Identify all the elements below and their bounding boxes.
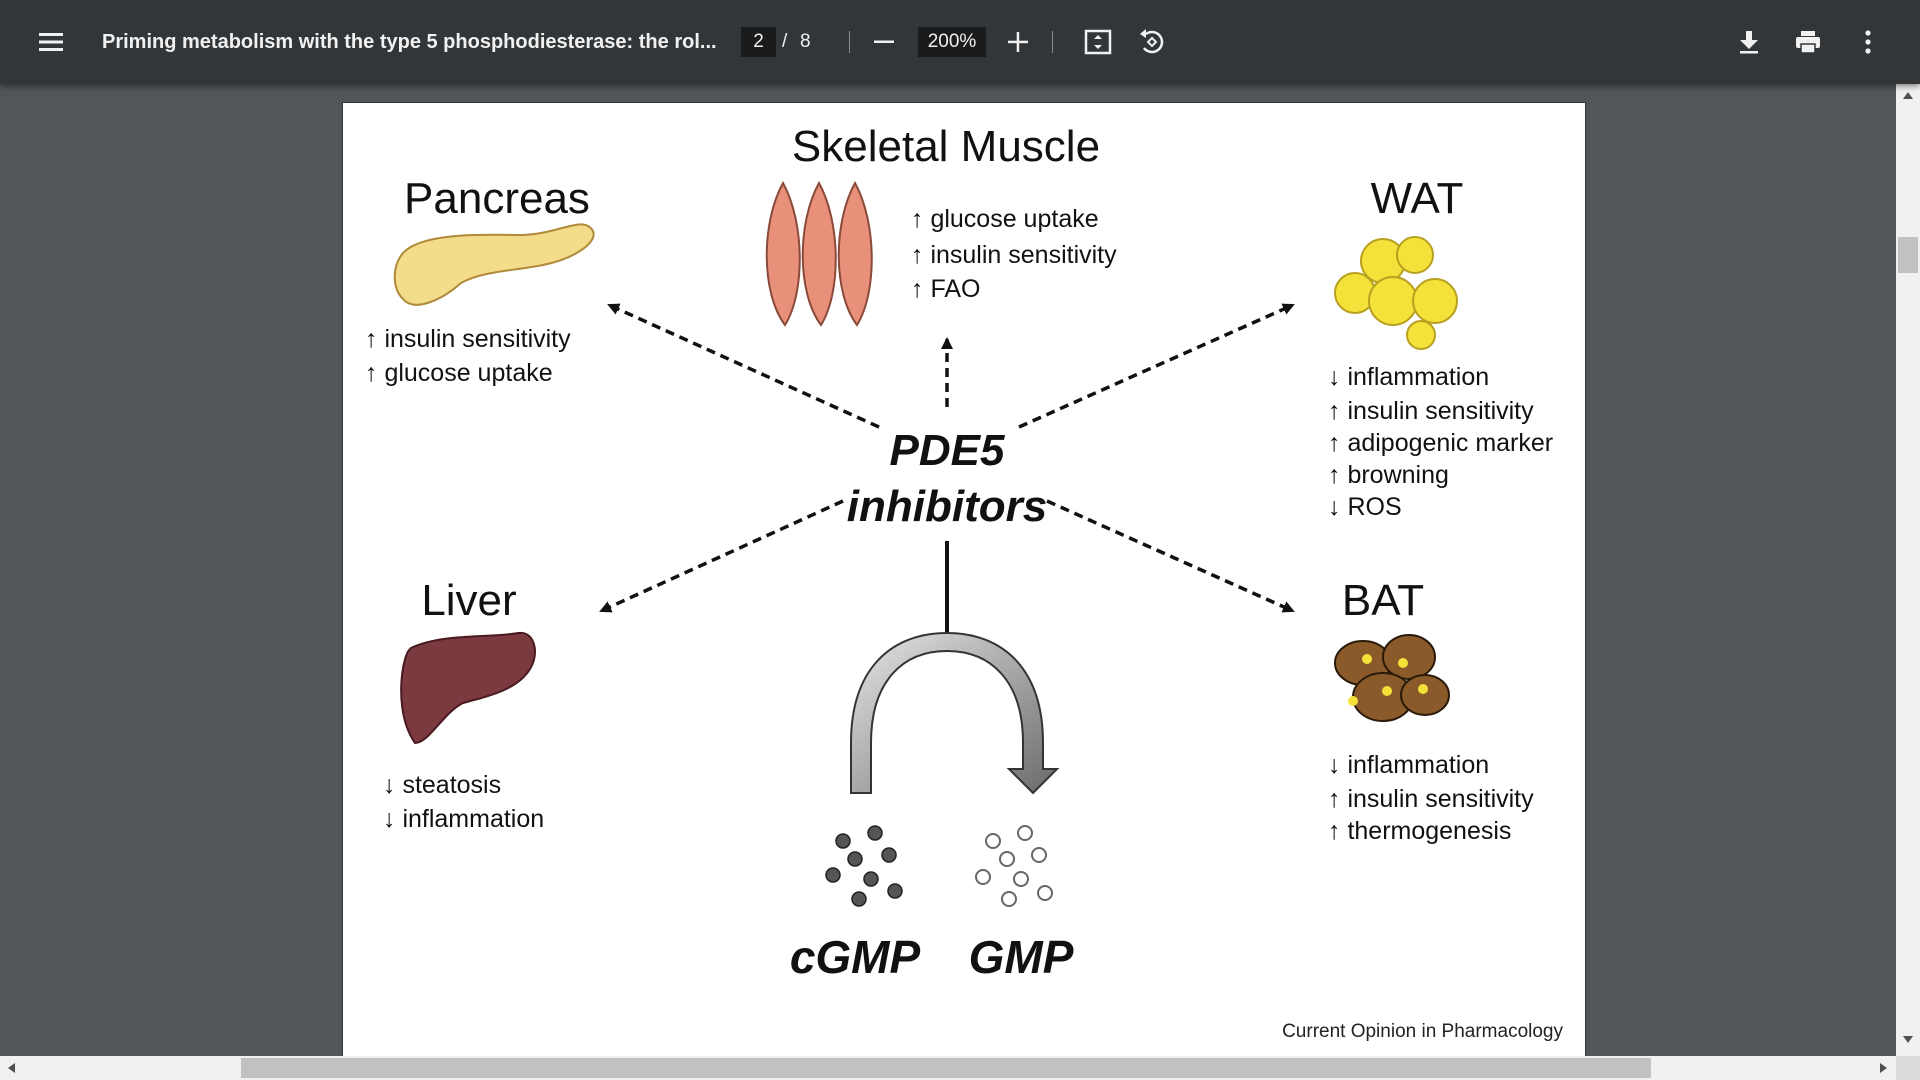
- liver-title: Liver: [421, 576, 516, 625]
- cgmp-molecules: [825, 825, 903, 907]
- rotate-button[interactable]: [1130, 21, 1174, 63]
- page-number-input[interactable]: 2: [741, 27, 776, 57]
- effect-arrows: [599, 303, 1295, 613]
- cgmp-label: cGMP: [790, 931, 921, 983]
- inhibitors-label: inhibitors: [847, 482, 1047, 531]
- liver-image: [400, 631, 536, 745]
- minus-icon: [874, 40, 894, 43]
- inhibition-line: [919, 541, 975, 643]
- muscle-effect: ↑ insulin sensitivity: [911, 241, 1117, 269]
- muscle-fibers-image: [765, 180, 873, 327]
- scroll-down-arrow-icon[interactable]: [1903, 1036, 1913, 1043]
- page-total: 8: [800, 31, 811, 52]
- pde5-label: PDE5: [890, 426, 1005, 475]
- vertical-scrollbar[interactable]: [1896, 84, 1920, 1056]
- more-options-button[interactable]: [1846, 21, 1890, 63]
- document-title: Priming metabolism with the type 5 phosp…: [102, 31, 717, 53]
- print-button[interactable]: [1786, 21, 1830, 63]
- wat-adipocytes-image: [1334, 236, 1458, 350]
- toolbar-divider: [1052, 31, 1053, 53]
- bat-effect: ↑ insulin sensitivity: [1328, 785, 1534, 813]
- fit-to-page-icon: [1084, 29, 1112, 55]
- gmp-molecules: [975, 825, 1053, 907]
- hamburger-menu-icon[interactable]: [30, 22, 72, 62]
- conversion-arrow: [850, 631, 1060, 795]
- page-separator: /: [782, 31, 788, 52]
- pdf-toolbar: Priming metabolism with the type 5 phosp…: [0, 0, 1920, 84]
- scroll-left-arrow-icon[interactable]: [8, 1063, 15, 1073]
- pancreas-effect: ↑ glucose uptake: [365, 359, 553, 387]
- wat-effect: ↑ browning: [1328, 461, 1449, 489]
- skeletal-muscle-title: Skeletal Muscle: [792, 122, 1100, 171]
- bat-adipocytes-image: [1334, 634, 1450, 722]
- toolbar-divider: [849, 31, 850, 53]
- bat-effect: ↓ inflammation: [1328, 751, 1489, 779]
- download-icon: [1740, 31, 1758, 54]
- zoom-level-input[interactable]: 200%: [918, 27, 986, 57]
- zoom-in-button[interactable]: [996, 22, 1040, 62]
- fit-to-page-button[interactable]: [1076, 21, 1120, 63]
- scrollbar-corner: [1896, 1056, 1920, 1080]
- muscle-effect: ↑ FAO: [911, 275, 980, 303]
- rotate-counterclockwise-icon: [1140, 29, 1164, 54]
- bat-effect: ↑ thermogenesis: [1328, 817, 1511, 845]
- print-icon: [1796, 31, 1820, 54]
- scroll-right-arrow-icon[interactable]: [1880, 1063, 1887, 1073]
- pancreas-title: Pancreas: [404, 174, 590, 223]
- scroll-up-arrow-icon[interactable]: [1903, 92, 1913, 99]
- wat-effect: ↓ ROS: [1328, 493, 1402, 521]
- wat-effect: ↑ adipogenic marker: [1328, 429, 1553, 457]
- pde5-figure: Skeletal Muscle ↑ glucose uptake ↑ insul…: [365, 122, 1563, 1042]
- pancreas-image: [393, 223, 595, 306]
- vertical-scroll-thumb[interactable]: [1898, 237, 1918, 273]
- muscle-effect: ↑ glucose uptake: [911, 205, 1099, 233]
- figure-credit: Current Opinion in Pharmacology: [1282, 1021, 1563, 1042]
- liver-effect: ↓ inflammation: [383, 805, 544, 833]
- wat-title: WAT: [1371, 174, 1464, 223]
- liver-effect: ↓ steatosis: [383, 771, 501, 799]
- pdf-page: Skeletal Muscle ↑ glucose uptake ↑ insul…: [342, 102, 1586, 1056]
- more-vertical-icon: [1865, 30, 1871, 54]
- download-button[interactable]: [1727, 21, 1771, 63]
- gmp-label: GMP: [969, 931, 1074, 983]
- pdf-viewer[interactable]: Skeletal Muscle ↑ glucose uptake ↑ insul…: [0, 84, 1896, 1056]
- plus-icon: [1008, 32, 1028, 52]
- wat-effect: ↑ insulin sensitivity: [1328, 397, 1534, 425]
- pancreas-effect: ↑ insulin sensitivity: [365, 325, 571, 353]
- zoom-out-button[interactable]: [862, 22, 906, 62]
- horizontal-scroll-thumb[interactable]: [241, 1058, 1651, 1078]
- bat-title: BAT: [1342, 576, 1424, 625]
- wat-effect: ↓ inflammation: [1328, 363, 1489, 391]
